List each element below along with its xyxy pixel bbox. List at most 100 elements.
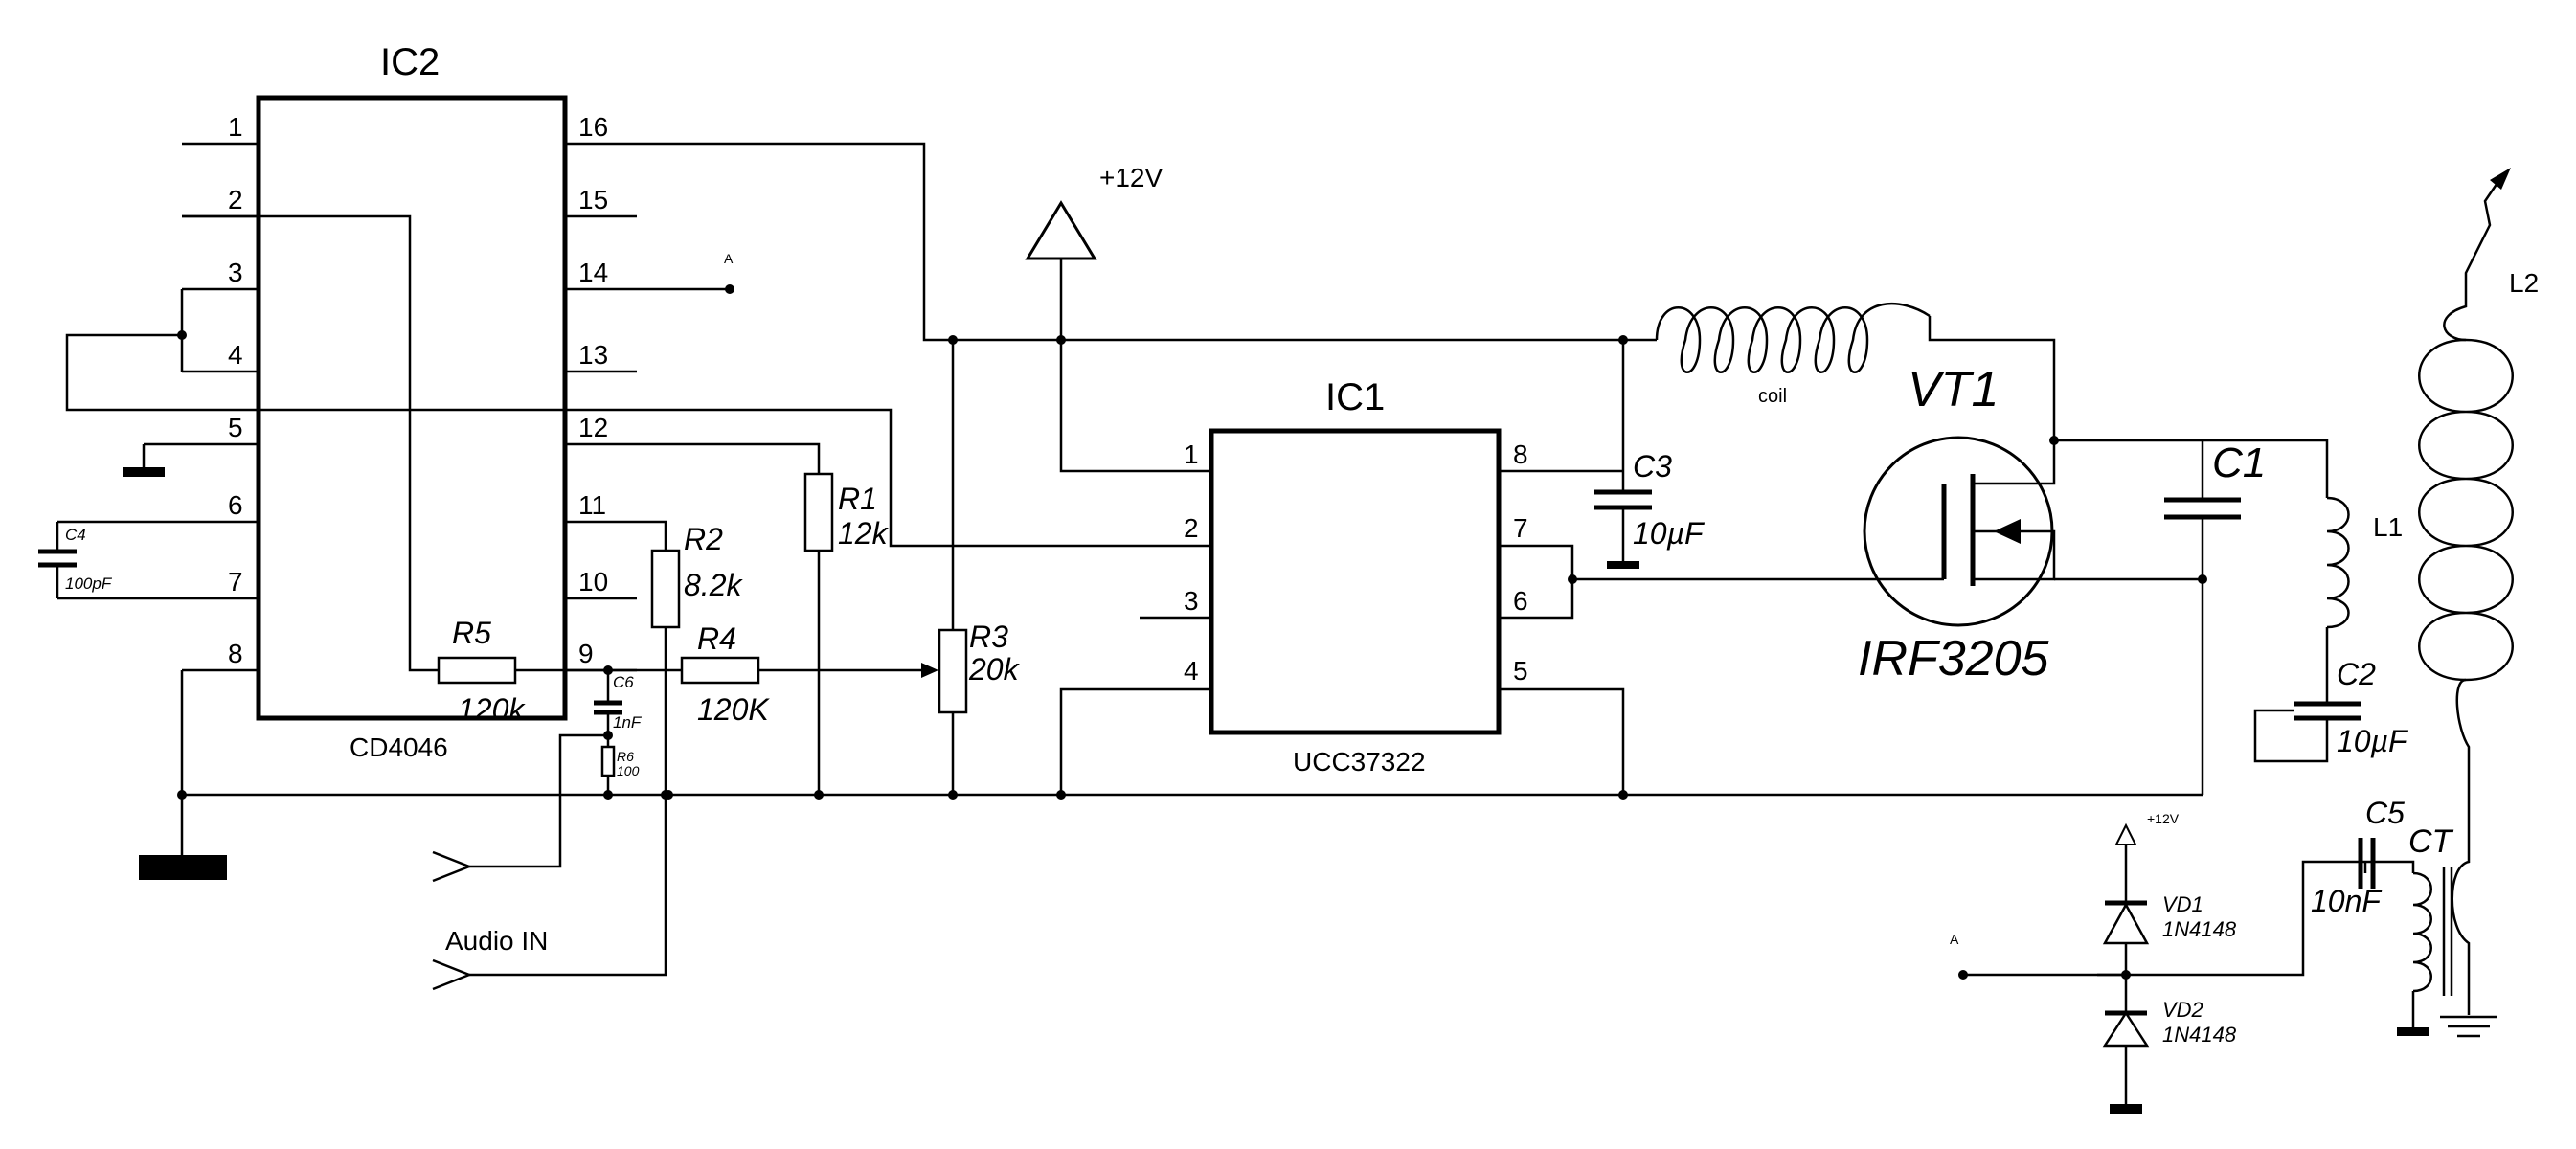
c3: C3 10µF — [1594, 340, 1706, 569]
ic2-pin-16: 16 — [578, 112, 608, 142]
r4-ref: R4 — [697, 621, 736, 656]
ic1-part: UCC37322 — [1293, 747, 1426, 777]
r1-ref: R1 — [838, 482, 877, 516]
vd2-part: 1N4148 — [2162, 1023, 2237, 1047]
ic1-pin4-wire — [1059, 687, 1211, 795]
r5-ref: R5 — [452, 616, 491, 650]
r4-value: 120K — [697, 692, 770, 727]
ic2-pin-7: 7 — [228, 567, 243, 597]
ic1: IC1 UCC37322 1 2 3 4 8 7 6 5 — [1140, 376, 1528, 777]
net-a-label-1: A — [724, 251, 734, 266]
ic1-output-net — [1499, 544, 1944, 620]
vt1: VT1 IRF3205 — [1858, 362, 2203, 687]
ic2-pin-3: 3 — [228, 258, 243, 287]
ic1-body — [1209, 428, 1502, 735]
ic2-pin-12: 12 — [578, 413, 608, 442]
vd2-ref: VD2 — [2162, 998, 2203, 1022]
tank-circuit: C1 L1 C2 10µF — [2054, 439, 2409, 795]
l2-ref: L2 — [2509, 268, 2539, 298]
l1-ref: L1 — [2373, 512, 2403, 542]
ic2-pin-9: 9 — [578, 639, 594, 668]
c5-value: 10nF — [2311, 884, 2383, 918]
c3-ref: C3 — [1633, 449, 1672, 484]
ic2-pin-8: 8 — [228, 639, 243, 668]
net-a-ic2: A — [637, 251, 734, 294]
ic1-pin-3: 3 — [1184, 586, 1199, 616]
ct: CT C5 10nF — [2097, 796, 2454, 1036]
ic1-pin-5: 5 — [1513, 656, 1528, 686]
ic1-pin-6: 6 — [1513, 586, 1528, 616]
r3-ref: R3 — [969, 620, 1008, 654]
ic2: IC2 CD4046 1 2 3 4 5 6 7 8 — [57, 41, 637, 762]
supply-12v-label: +12V — [1099, 163, 1163, 192]
c2-value: 10µF — [2337, 724, 2409, 758]
r5-value: 120k — [458, 692, 526, 727]
l2-transformer: L2 — [2418, 168, 2539, 1038]
r1-value: 12k — [838, 516, 890, 551]
r2-ref: R2 — [684, 522, 723, 556]
audio-in-label: Audio IN — [445, 926, 548, 956]
coil-label: coil — [1758, 386, 1787, 407]
diode-supply-label: +12V — [2147, 811, 2180, 826]
ic2-pin-13: 13 — [578, 340, 608, 370]
c4-value: 100pF — [65, 574, 113, 593]
vt1-part: IRF3205 — [1858, 631, 2050, 687]
vd1-part: 1N4148 — [2162, 917, 2237, 941]
ic1-ref: IC1 — [1325, 376, 1385, 418]
diode-clamp: +12V A VD1 1N4148 VD2 1N4148 — [1950, 811, 2237, 1114]
ic1-pin-8: 8 — [1513, 439, 1528, 469]
ground-rail — [177, 790, 2203, 800]
r1: R1 12k — [637, 442, 890, 795]
r6-value: 100 — [617, 763, 640, 778]
r3: R3 20k — [938, 340, 1021, 795]
audio-input-upper[interactable] — [432, 850, 473, 883]
ic2-pin-5: 5 — [228, 413, 243, 442]
ic2-pin-6: 6 — [228, 490, 243, 520]
c6-ref: C6 — [613, 673, 634, 691]
c4: C4 100pF — [38, 522, 113, 598]
c6-value: 1nF — [613, 713, 643, 732]
c1-ref: C1 — [2212, 439, 2266, 486]
r4: R4 120K — [680, 621, 938, 727]
ic1-pin-1: 1 — [1184, 439, 1199, 469]
ic1-pin-7: 7 — [1513, 513, 1528, 543]
net-a-label-2: A — [1950, 932, 1959, 947]
r2: R2 8.2k — [469, 520, 743, 977]
r6-ref: R6 — [617, 749, 634, 764]
supply-12v: +12V — [1025, 163, 1211, 473]
ic2-pin-4: 4 — [228, 340, 243, 370]
vcc-bus — [637, 142, 1628, 345]
c4-ref: C4 — [65, 526, 86, 544]
ground-symbol-main — [139, 855, 227, 880]
ic2-pin-2: 2 — [228, 185, 243, 214]
ic2-part: CD4046 — [350, 732, 448, 762]
ic2-pin-1: 1 — [228, 112, 243, 142]
main-ground — [139, 670, 227, 880]
ic2-pin-10: 10 — [578, 567, 608, 597]
vt1-ref: VT1 — [1908, 362, 1999, 417]
vd1-ref: VD1 — [2162, 892, 2203, 916]
r2-value: 8.2k — [684, 568, 743, 602]
ic2-left-pins: 1 2 3 4 5 6 7 8 — [57, 112, 259, 672]
ic2-right-pins: 16 15 14 13 12 11 10 9 — [565, 112, 637, 672]
r3-value: 20k — [968, 652, 1021, 687]
ic2-pin-11: 11 — [578, 490, 606, 520]
ic1-pin-2: 2 — [1184, 513, 1199, 543]
c3-value: 10µF — [1633, 516, 1706, 551]
ic2-ref: IC2 — [380, 41, 440, 83]
ic2-body — [256, 95, 568, 721]
c5-ref: C5 — [2365, 796, 2405, 830]
ic2-pin5-ground — [123, 444, 165, 477]
coil: coil — [1628, 302, 2056, 440]
ic1-pin5-wire — [1499, 687, 1625, 795]
ic2-pin3-4-net — [65, 289, 1211, 548]
audio-input-lower[interactable]: Audio IN — [432, 926, 548, 991]
r5: R5 120k — [182, 214, 637, 727]
ic2-pin-15: 15 — [578, 185, 608, 214]
c2-ref: C2 — [2337, 657, 2376, 691]
c6-r6: C6 1nF R6 100 — [469, 665, 682, 868]
ic1-pin-4: 4 — [1184, 656, 1199, 686]
ct-ref: CT — [2408, 823, 2454, 860]
ic2-pin-14: 14 — [578, 258, 608, 287]
